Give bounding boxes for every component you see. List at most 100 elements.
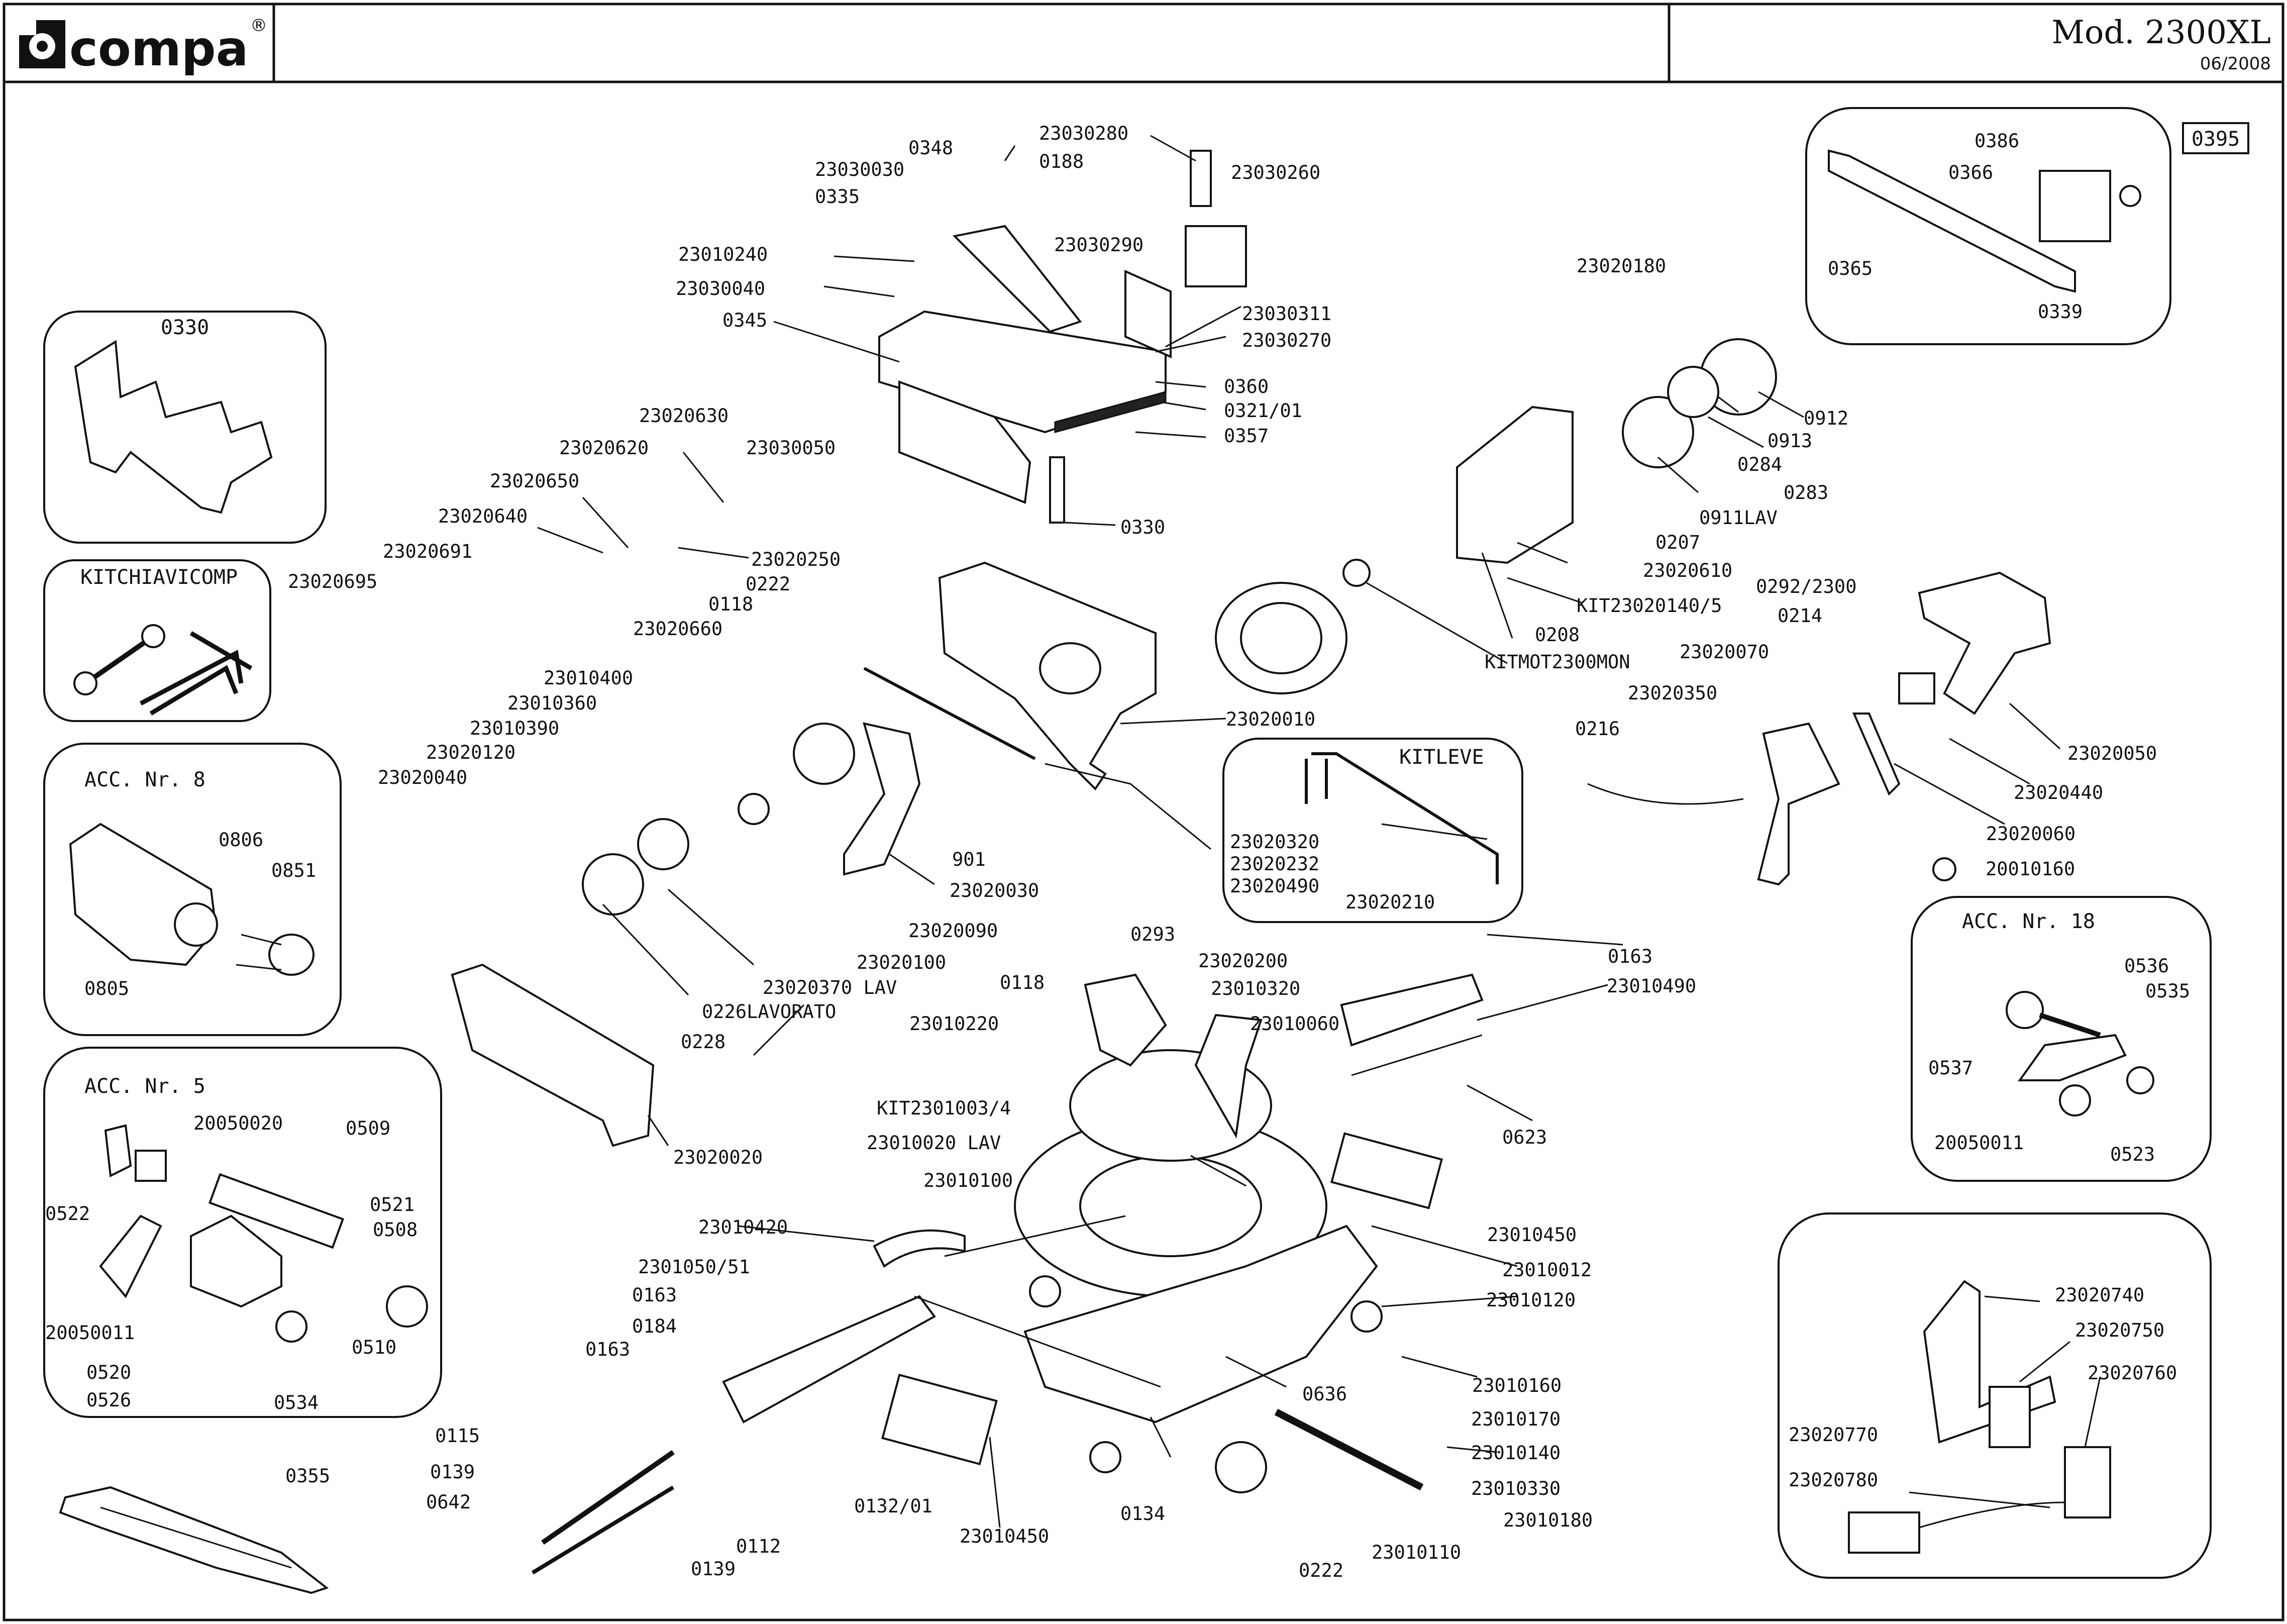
part-label: 0805 xyxy=(84,978,129,999)
part-label: 23030311 xyxy=(1242,303,1331,325)
saw-support-icon xyxy=(1185,225,1247,287)
part-label: 23020040 xyxy=(378,767,467,788)
clamp-arm-icon xyxy=(190,1214,282,1308)
part-label: 0911LAV xyxy=(1699,507,1778,529)
part-label: 0293 xyxy=(1130,924,1175,945)
part-label: 23020090 xyxy=(908,920,998,942)
part-label: 0623 xyxy=(1502,1127,1547,1148)
panel-acc5: ACC. Nr. 5 xyxy=(43,1047,442,1418)
part-label: 23020650 xyxy=(490,470,579,492)
panel-acc8: ACC. Nr. 8 xyxy=(43,743,342,1036)
spacer-icon xyxy=(2059,1084,2091,1116)
part-label: 0321/01 xyxy=(1224,400,1302,422)
panel-laser xyxy=(1778,1212,2212,1579)
part-label: 0535 xyxy=(2145,980,2190,1002)
part-label: 0345 xyxy=(722,310,767,331)
part-label: 0184 xyxy=(632,1315,677,1337)
panel-title: ACC. Nr. 5 xyxy=(84,1075,205,1098)
knob-icon xyxy=(386,1285,428,1328)
part-label: 23020050 xyxy=(2067,743,2157,764)
part-label: 0913 xyxy=(1768,430,1812,452)
part-label: 23010450 xyxy=(960,1526,1049,1547)
part-label: 0330 xyxy=(1120,517,1165,538)
part-label: 23020120 xyxy=(426,742,515,763)
part-label: 23020610 xyxy=(1643,560,1732,581)
part-label: 23030260 xyxy=(1231,162,1320,183)
part-label: 20050011 xyxy=(45,1322,135,1344)
switch-icon xyxy=(1898,672,1935,704)
knob-icon xyxy=(1932,857,1956,881)
nut-icon xyxy=(2126,1066,2154,1094)
part-label: 23020691 xyxy=(383,541,472,562)
part-label: 0118 xyxy=(708,593,753,615)
part-label: 0115 xyxy=(435,1425,480,1447)
side-guard xyxy=(451,963,655,1147)
washer-icon xyxy=(275,1310,307,1343)
blade-cover-icon xyxy=(843,722,921,876)
pedal-frame-icon xyxy=(59,1486,329,1594)
part-label: 23010180 xyxy=(1503,1509,1593,1531)
rubber-foot-icon xyxy=(1089,1441,1121,1473)
panel-title: 0395 xyxy=(2192,128,2240,151)
part-label: 23020210 xyxy=(1345,891,1435,913)
part-label: 0366 xyxy=(1948,162,1993,183)
part-label: KITMOT2300MON xyxy=(1485,651,1630,673)
panel-kitleve: KITLEVE xyxy=(1222,738,1523,923)
table-saw-unit xyxy=(878,150,1247,524)
main-base-icon xyxy=(1023,1225,1378,1424)
part-label: 23030280 xyxy=(1039,123,1128,144)
ring-icon xyxy=(738,793,770,825)
part-label: 23020750 xyxy=(2075,1320,2164,1341)
clamp-block-icon xyxy=(135,1150,167,1182)
part-label: 901 xyxy=(952,849,986,870)
part-label: 0283 xyxy=(1784,482,1828,503)
part-label: 23010330 xyxy=(1471,1478,1561,1499)
part-label: 0226LAVORATO xyxy=(702,1001,836,1023)
part-label: 0284 xyxy=(1737,454,1782,475)
motor-assembly xyxy=(1215,338,1777,694)
part-labels: 23030280 0348 0188 23030030 0335 2303026… xyxy=(45,123,2190,1581)
compa-logo-icon xyxy=(19,20,65,68)
part-label: 23020640 xyxy=(438,505,528,527)
part-label: 0534 xyxy=(274,1392,319,1413)
part-label: 23020660 xyxy=(633,618,722,640)
part-label: 20050020 xyxy=(193,1112,283,1134)
part-label: 23030040 xyxy=(676,278,765,299)
front-fence xyxy=(531,1229,1424,1575)
panel-kitchiavicomp: KITCHIAVICOMP xyxy=(43,559,271,722)
part-label: 23010490 xyxy=(1607,975,1696,997)
part-label: 23020490 xyxy=(1230,875,1319,897)
part-label: 23020630 xyxy=(639,405,729,427)
blade-guard-icon xyxy=(952,225,1082,333)
part-label: 23010390 xyxy=(470,718,559,739)
lever-link-icon xyxy=(1305,752,1499,884)
panel-0355 xyxy=(59,1486,329,1594)
part-label: 23020100 xyxy=(857,952,946,973)
part-label: 0521 xyxy=(370,1194,414,1215)
part-label: 23010160 xyxy=(1472,1375,1562,1396)
tilt-bracket-icon xyxy=(1084,973,1167,1067)
part-label: 23020030 xyxy=(950,880,1039,901)
laser-housing-icon xyxy=(1989,1386,2031,1448)
part-label: 0228 xyxy=(681,1031,725,1053)
revision-date: 06/2008 xyxy=(2200,54,2271,74)
part-label: 23020370 LAV xyxy=(763,977,897,998)
part-label: 23010100 xyxy=(923,1170,1013,1191)
part-label: 23020780 xyxy=(1789,1469,1878,1491)
part-label: 0216 xyxy=(1575,718,1620,740)
part-label: 23010060 xyxy=(1250,1013,1339,1035)
part-label: 23020180 xyxy=(1577,255,1666,277)
part-label: 23010012 xyxy=(1502,1259,1592,1281)
battery-box-icon xyxy=(1848,1511,1920,1554)
brand-logo: compa ® xyxy=(19,16,267,77)
part-label: 2301050/51 xyxy=(638,1256,750,1278)
turntable-base xyxy=(1014,973,1484,1473)
panel-0330: 0330 xyxy=(43,311,327,544)
part-label: 23020060 xyxy=(1986,823,2075,845)
part-label: 23010360 xyxy=(507,692,597,714)
rip-fence-bar-icon xyxy=(1828,149,2076,293)
hex-key-icon xyxy=(139,631,253,716)
part-label: 0365 xyxy=(1828,258,1873,279)
part-label: 0520 xyxy=(86,1362,131,1383)
part-label: 0636 xyxy=(1302,1383,1347,1405)
